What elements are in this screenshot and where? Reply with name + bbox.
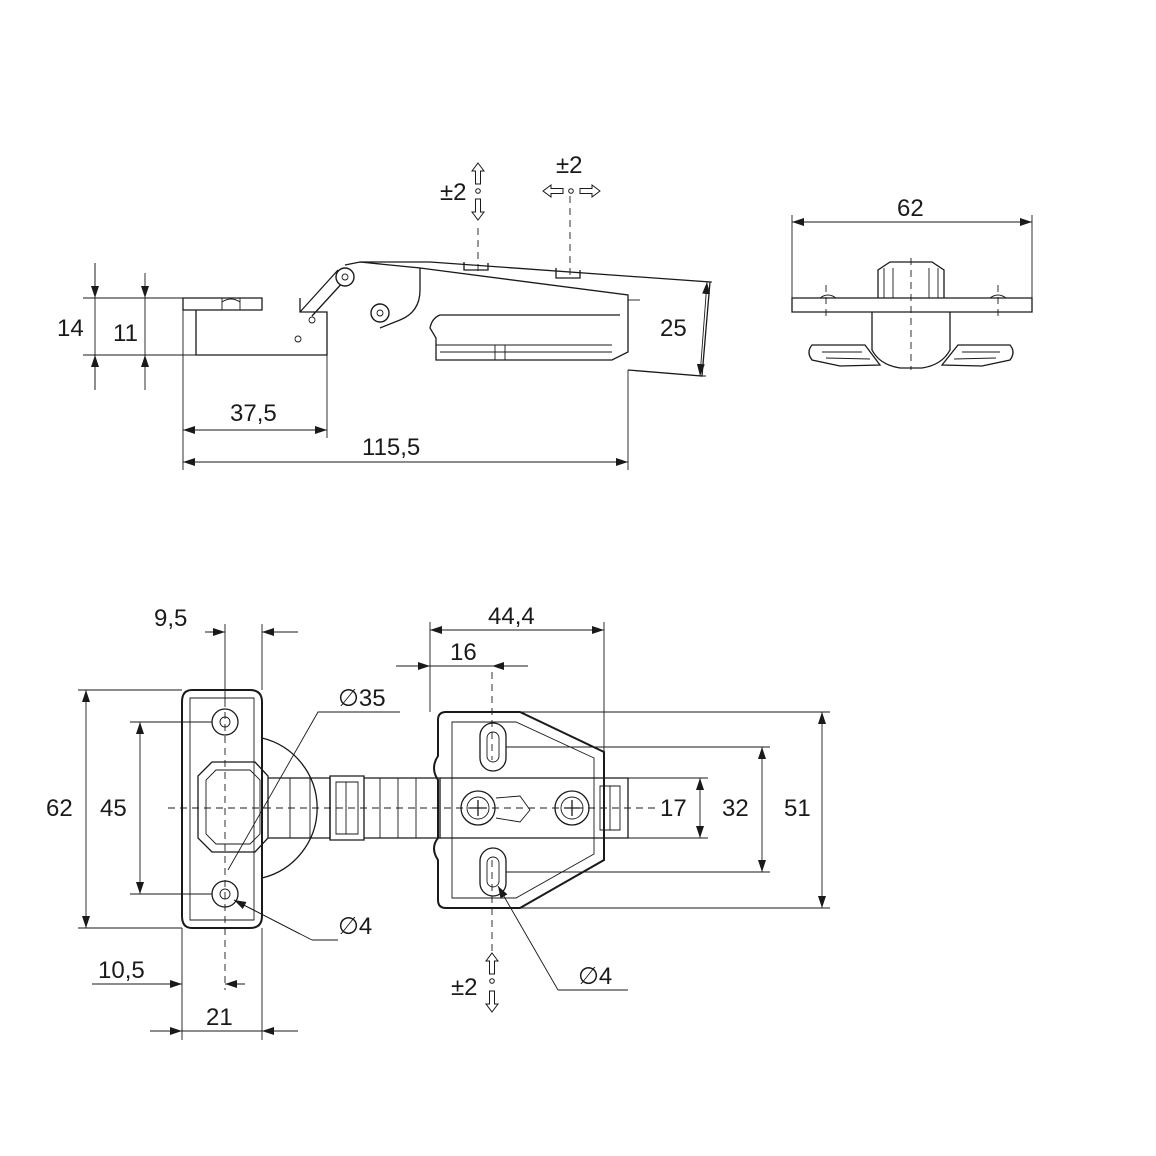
top-dim-hole-spacing: 45 bbox=[100, 795, 127, 822]
side-dim-height-total: 14 bbox=[57, 315, 84, 342]
side-adjust-vertical-label: ±2 bbox=[440, 179, 467, 206]
side-dim-length-total: 115,5 bbox=[362, 434, 420, 461]
top-dim-arm-length: 44,4 bbox=[488, 603, 535, 630]
top-dim-arm-width: 17 bbox=[660, 795, 687, 822]
top-dim-cup-diameter: ∅35 bbox=[338, 685, 386, 712]
top-dim-hole-diameter-right: ∅4 bbox=[578, 963, 612, 990]
side-view: ±2 ±2 14 11 37,5 115,5 25 bbox=[57, 152, 712, 470]
side-adjust-horizontal-label: ±2 bbox=[556, 152, 583, 179]
side-dim-height-plate: 11 bbox=[113, 320, 138, 347]
top-adjust-depth-label: ±2 bbox=[451, 974, 478, 1001]
side-dim-depth: 25 bbox=[660, 315, 687, 342]
top-dim-slot-spacing: 32 bbox=[722, 795, 749, 822]
end-dim-width: 62 bbox=[897, 195, 924, 222]
top-dim-slot-offset: 16 bbox=[450, 639, 477, 666]
top-dim-overall-height: 62 bbox=[46, 795, 73, 822]
top-view: ±2 9,5 ∅35 62 45 ∅4 10,5 21 44,4 bbox=[46, 603, 830, 1040]
top-dim-cup-edge: 10,5 bbox=[98, 957, 145, 984]
top-dim-plate-height: 51 bbox=[784, 795, 811, 822]
top-dim-cup-width: 21 bbox=[206, 1004, 233, 1031]
side-dim-length-cup: 37,5 bbox=[230, 400, 277, 427]
top-dim-cup-offset: 9,5 bbox=[154, 605, 187, 632]
top-dim-hole-diameter-left: ∅4 bbox=[338, 913, 372, 940]
end-view: 62 bbox=[791, 195, 1033, 370]
